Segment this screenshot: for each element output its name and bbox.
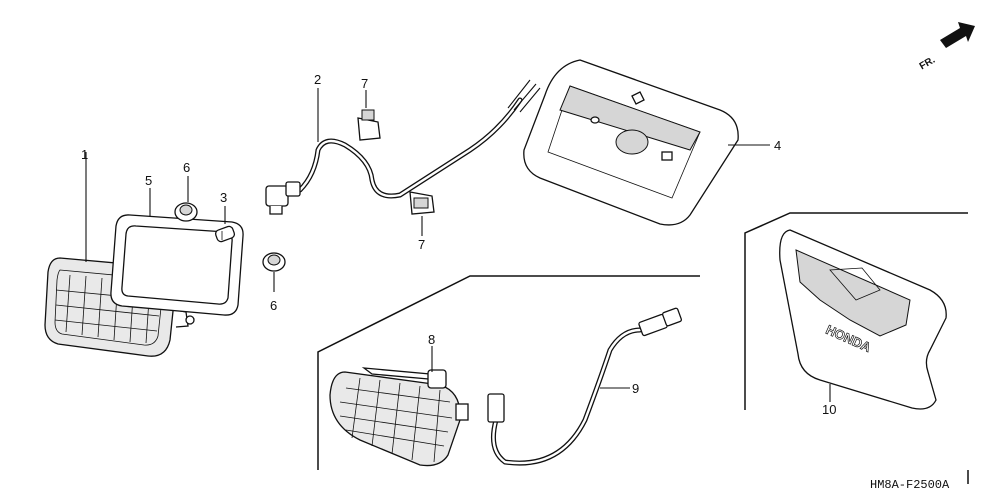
part-code: HM8A-F2500A xyxy=(870,478,950,492)
part-8-taillight xyxy=(329,346,469,467)
callout-3: 3 xyxy=(220,190,227,205)
part-7-clip-lower xyxy=(409,191,435,236)
section-borders xyxy=(317,212,969,484)
callout-2: 2 xyxy=(314,72,321,87)
part-7-clip-upper xyxy=(357,90,381,141)
callout-6-upper: 6 xyxy=(183,160,190,175)
part-4-rear-cover xyxy=(523,59,770,226)
callout-9: 9 xyxy=(632,381,639,396)
callout-7-lower: 7 xyxy=(418,237,425,252)
callout-1: 1 xyxy=(81,147,88,162)
front-direction-arrow: FR. xyxy=(918,22,975,72)
callout-7-upper: 7 xyxy=(361,76,368,91)
part-2-socket-harness xyxy=(265,79,541,215)
callout-labels: 1 2 3 4 5 6 6 7 7 8 9 10 xyxy=(81,72,836,417)
part-6-grommet-upper xyxy=(174,176,198,222)
callout-4: 4 xyxy=(774,138,781,153)
part-5-gasket xyxy=(110,188,244,316)
part-3-bulb xyxy=(214,206,236,243)
direction-label: FR. xyxy=(918,55,938,73)
callout-6-lower: 6 xyxy=(270,298,277,313)
callout-5: 5 xyxy=(145,173,152,188)
part-9-harness xyxy=(487,307,682,466)
callout-10: 10 xyxy=(822,402,836,417)
part-10-cover: HONDA xyxy=(779,229,947,410)
part-6-grommet-lower xyxy=(262,252,286,292)
callout-8: 8 xyxy=(428,332,435,347)
